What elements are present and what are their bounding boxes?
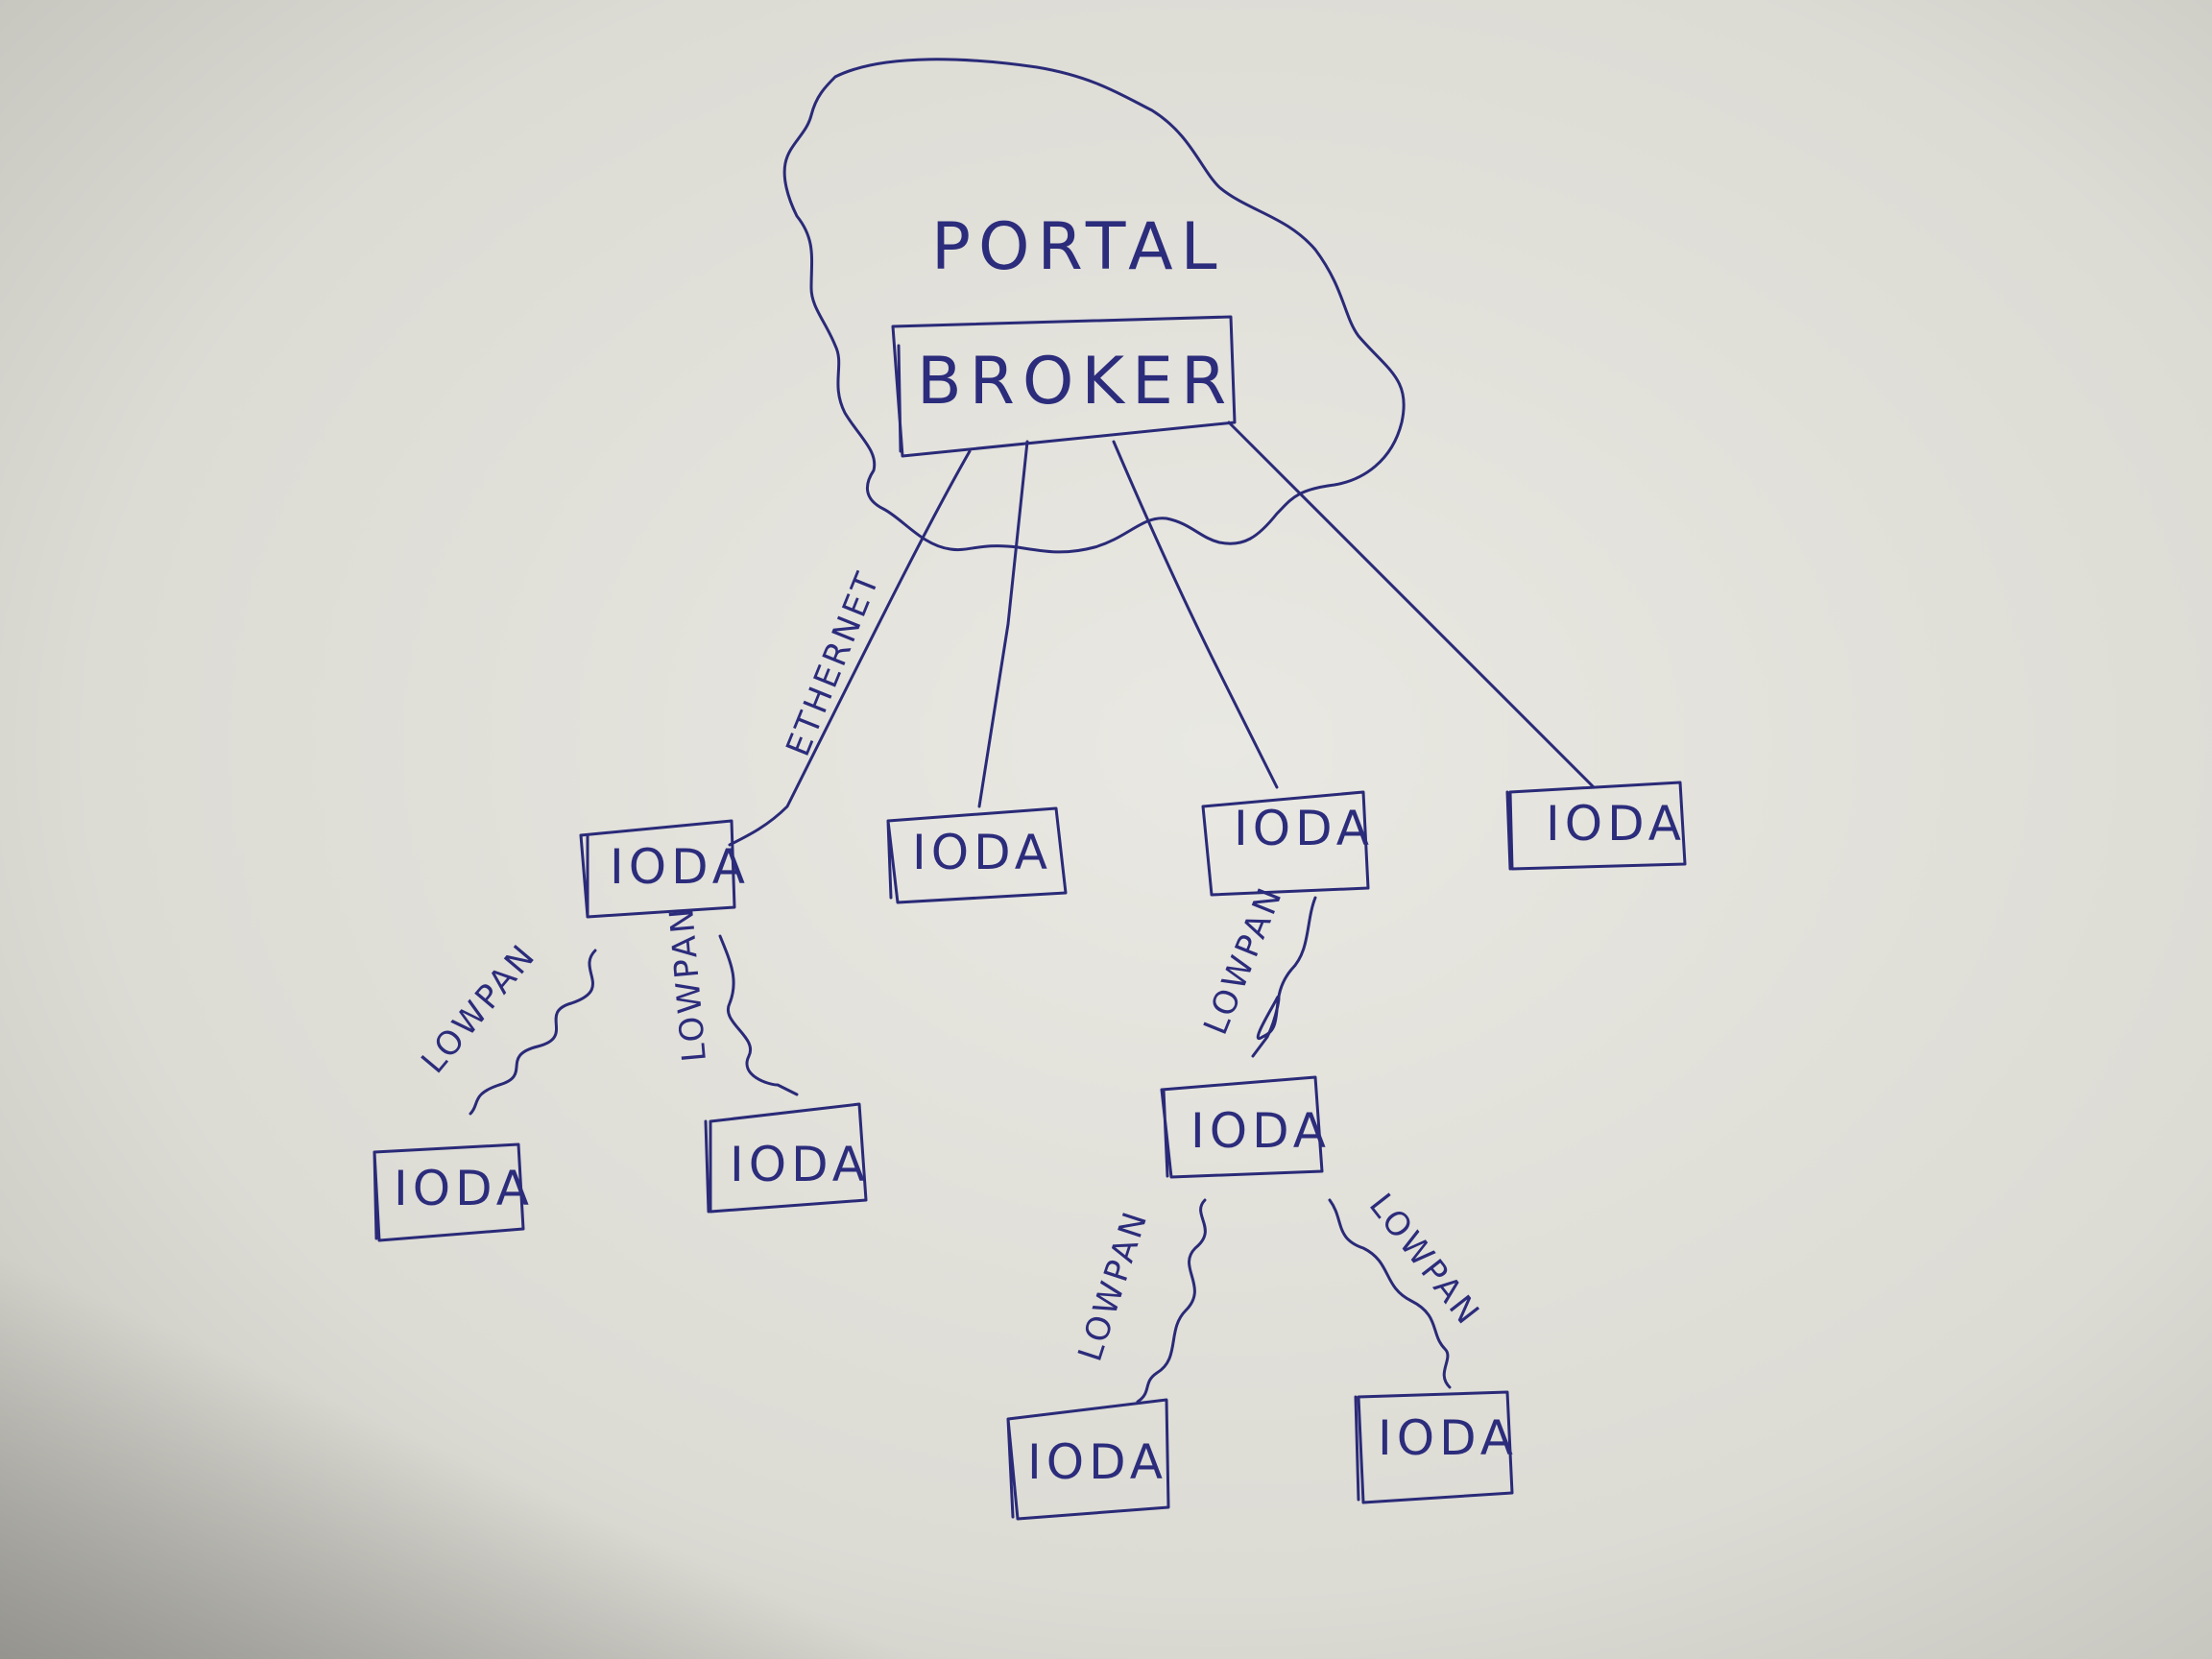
link-n7-n8 [1136,1198,1207,1404]
node-label: IODA [1378,1410,1518,1466]
node-n3: IODA [1201,790,1374,897]
node-label: IODA [394,1161,534,1216]
node-n8: IODA [1006,1398,1170,1521]
node-n1: IODA [579,819,750,919]
broker-label: BROKER [917,344,1234,420]
link-n3-n7 [1251,896,1317,1058]
node-label: IODA [1546,796,1686,852]
node-n5: IODA [373,1142,534,1242]
node-n7: IODA [1160,1075,1331,1179]
node-label: IODA [912,825,1052,880]
node-n2: IODA [886,806,1068,904]
link-n1-n6 [718,934,799,1096]
node-label: IODA [1234,801,1374,856]
link-broker-n3 [1112,440,1279,789]
node-n9: IODA [1354,1390,1518,1504]
link-n1-n5 [469,949,597,1116]
paper-shadow [0,1152,1152,1659]
link-broker-n1 [728,449,972,847]
portal-cloud [782,58,1406,554]
broker-box [891,315,1237,458]
node-n6: IODA [704,1102,870,1214]
link-broker-n4 [1227,421,1596,789]
portal-label: PORTAL [931,209,1225,285]
node-label: IODA [730,1137,870,1192]
node-label: IODA [610,839,750,895]
link-broker-n2 [977,440,1029,808]
link-n7-n9 [1328,1198,1452,1389]
node-label: IODA [1190,1103,1331,1159]
node-n4: IODA [1505,781,1687,871]
node-label: IODA [1027,1434,1167,1490]
